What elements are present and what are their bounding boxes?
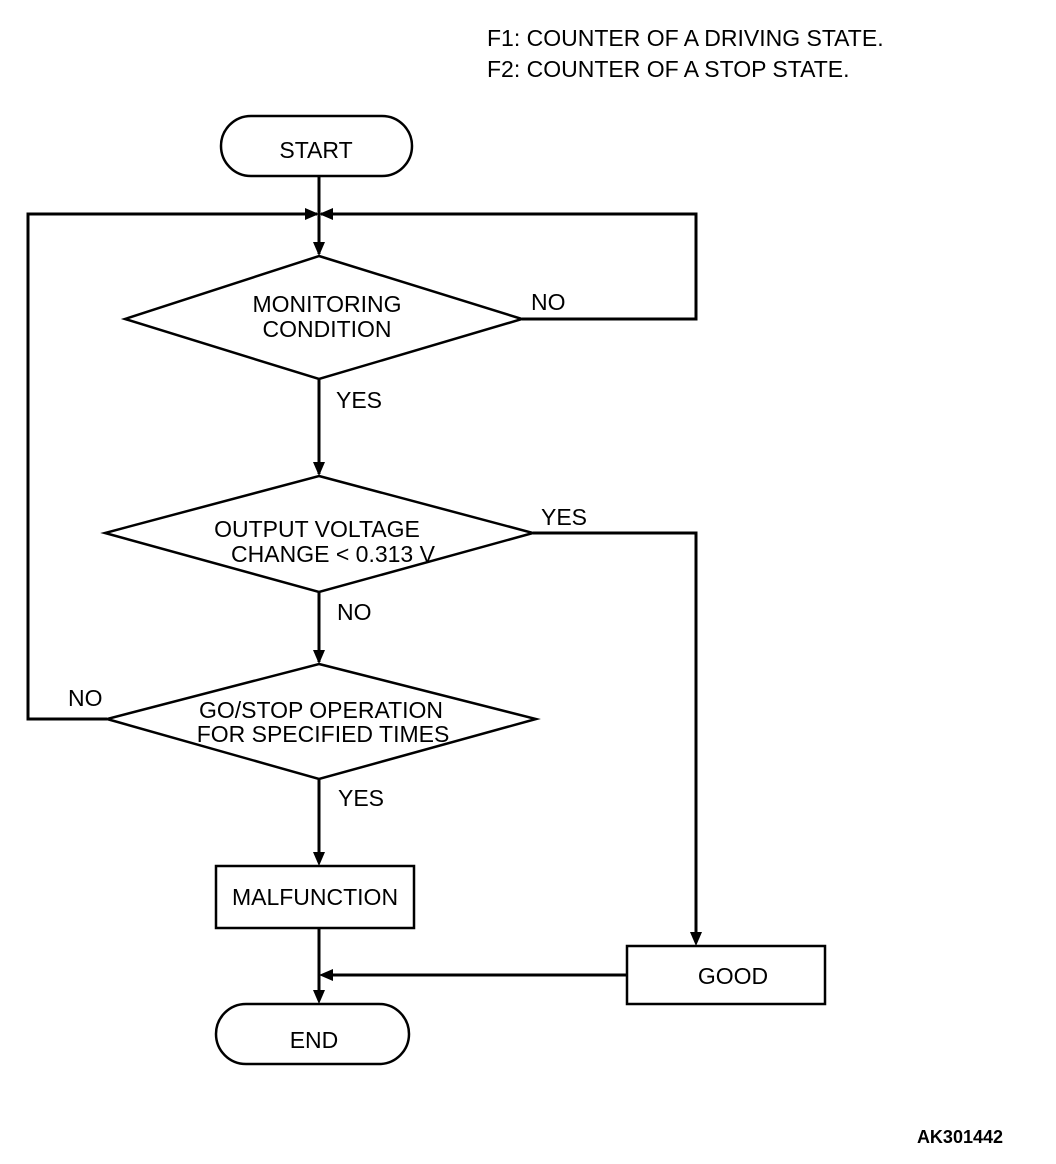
end-terminal: END [214, 1002, 411, 1066]
start-terminal: START [219, 114, 414, 178]
arrowhead-down [313, 852, 325, 866]
voltage-label-line-1: OUTPUT VOLTAGE [214, 516, 420, 542]
monitoring-yes-label: YES [336, 387, 382, 413]
start-label: START [279, 137, 352, 163]
gostop-label-line-1: GO/STOP OPERATION [199, 697, 443, 723]
good-box: GOOD [625, 944, 827, 1006]
go-stop-decision: GO/STOP OPERATION FOR SPECIFIED TIMES [102, 662, 541, 781]
voltage-yes-label: YES [541, 504, 587, 530]
legend-f1: F1: COUNTER OF A DRIVING STATE. [487, 25, 884, 51]
arrowhead-right [305, 208, 319, 220]
output-voltage-decision: OUTPUT VOLTAGE CHANGE < 0.313 V [100, 474, 538, 594]
edge-monitoring-no-loop [321, 212, 698, 321]
arrowhead-down [313, 462, 325, 476]
arrowhead-down [313, 650, 325, 664]
monitoring-label-line-2: CONDITION [262, 316, 391, 342]
malfunction-box: MALFUNCTION [214, 864, 416, 930]
gostop-no-label: NO [68, 685, 103, 711]
good-label: GOOD [698, 963, 768, 989]
edge-gostop-no-loop [26, 212, 317, 721]
monitoring-no-label: NO [531, 289, 566, 315]
legend-f2: F2: COUNTER OF A STOP STATE. [487, 56, 850, 82]
arrowhead-down [690, 932, 702, 946]
gostop-label-line-2: FOR SPECIFIED TIMES [197, 721, 450, 747]
connectors [26, 176, 698, 1000]
arrowhead-left [319, 208, 333, 220]
monitoring-label-line-1: MONITORING [252, 291, 401, 317]
arrowheads [305, 208, 702, 1004]
arrowhead-down [313, 990, 325, 1004]
arrowhead-left [319, 969, 333, 981]
voltage-label-line-2: CHANGE < 0.313 V [231, 541, 436, 567]
arrowhead-down [313, 242, 325, 256]
malfunction-label: MALFUNCTION [232, 884, 398, 910]
edge-voltage-yes [533, 531, 698, 942]
gostop-yes-label: YES [338, 785, 384, 811]
voltage-no-label: NO [337, 599, 372, 625]
end-label: END [290, 1027, 339, 1053]
figure-id: AK301442 [917, 1127, 1003, 1147]
monitoring-condition-decision: MONITORING CONDITION [120, 254, 527, 381]
